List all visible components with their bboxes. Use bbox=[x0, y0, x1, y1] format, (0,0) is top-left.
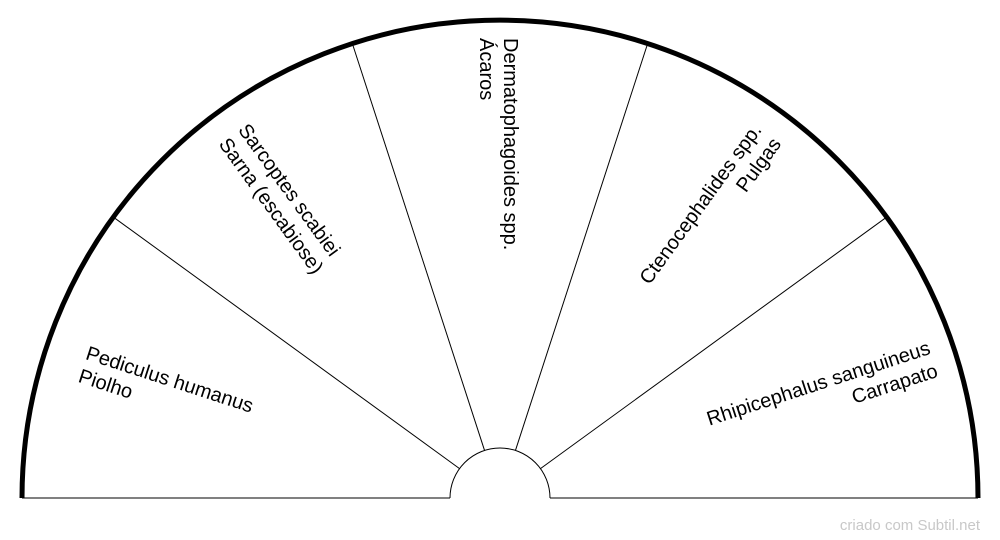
sector-label-5: Rhipicephalus sanguineus Carrapato bbox=[704, 337, 940, 430]
sector-divider bbox=[112, 216, 460, 470]
sector-dividers bbox=[112, 43, 888, 470]
footer-credit: criado com Subtil.net bbox=[839, 517, 980, 534]
sector-divider bbox=[351, 43, 486, 451]
inner-semicircle bbox=[449, 447, 551, 499]
outer-arc bbox=[19, 17, 981, 499]
sector-3-line2: Ácaros bbox=[475, 38, 498, 100]
sector-divider bbox=[514, 43, 649, 451]
sector-label-1: Pediculus humanus Piolho bbox=[76, 343, 256, 418]
sector-label-2: Sarcoptes scabiei Sarna (escabiose) bbox=[214, 120, 344, 278]
sector-label-4: Ctenocephalides spp. Pulgas bbox=[636, 120, 786, 289]
sector-3-line1: Dermatophagoides spp. bbox=[499, 38, 521, 250]
sector-4-line1: Ctenocephalides spp. bbox=[636, 120, 767, 289]
sector-divider bbox=[540, 216, 888, 470]
sector-label-3: Dermatophagoides spp. Ácaros bbox=[475, 38, 521, 250]
